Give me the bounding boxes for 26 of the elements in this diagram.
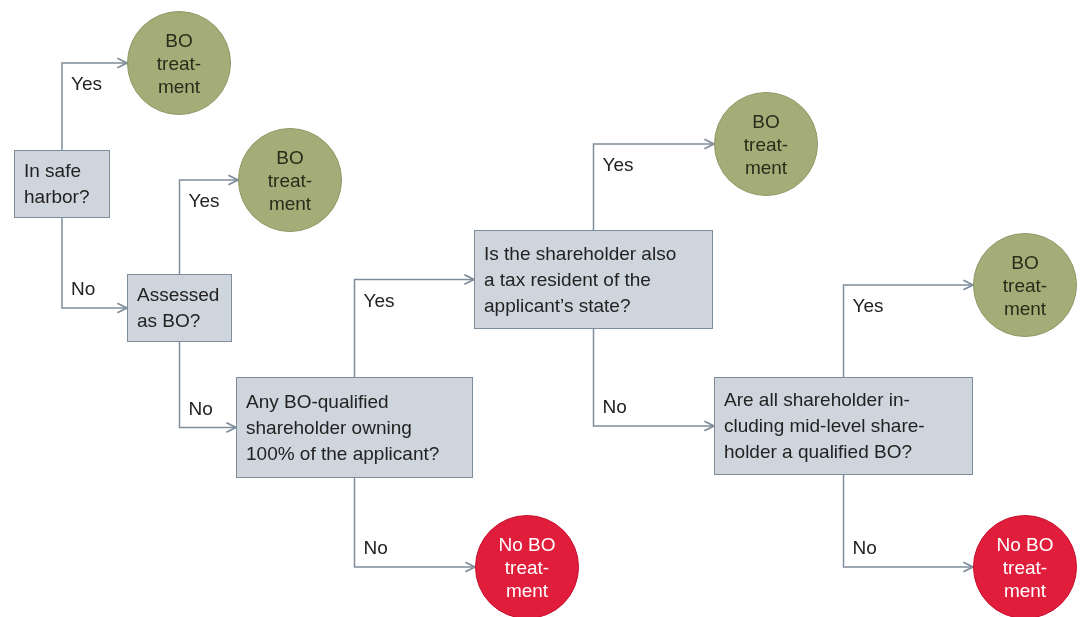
node-text: Any BO-qualified shareholder owning 100% of the applicant? — [246, 389, 441, 466]
arrow — [178, 174, 239, 275]
decision-box — [474, 230, 713, 329]
node-text: No BO treat- ment — [497, 532, 557, 602]
arrow — [842, 279, 974, 378]
decision-box — [127, 274, 232, 342]
node-text: No BO treat- ment — [995, 532, 1055, 602]
arrow — [353, 477, 476, 573]
node-text: BO treat- ment — [742, 109, 790, 179]
arrow — [592, 328, 715, 432]
node-text: Are all shareholder in- cluding mid-level share- holder a qualified BO? — [724, 388, 926, 464]
arrow — [61, 217, 128, 314]
node-text: Assessed as BO? — [137, 283, 221, 333]
node-text: Is the shareholder also a tax resident of the applicant’s state? — [484, 241, 678, 318]
arrow — [178, 341, 237, 434]
decision-box — [236, 377, 473, 478]
arrow — [61, 57, 128, 151]
node-text: BO treat- ment — [155, 28, 203, 98]
arrow — [842, 474, 974, 573]
arrow — [592, 138, 715, 231]
node-text: In safe harbor? — [24, 159, 91, 209]
decision-box — [714, 377, 973, 475]
node-text: BO treat- ment — [1001, 250, 1049, 320]
arrow — [353, 273, 475, 378]
decision-box — [14, 150, 110, 218]
node-text: BO treat- ment — [266, 145, 314, 215]
